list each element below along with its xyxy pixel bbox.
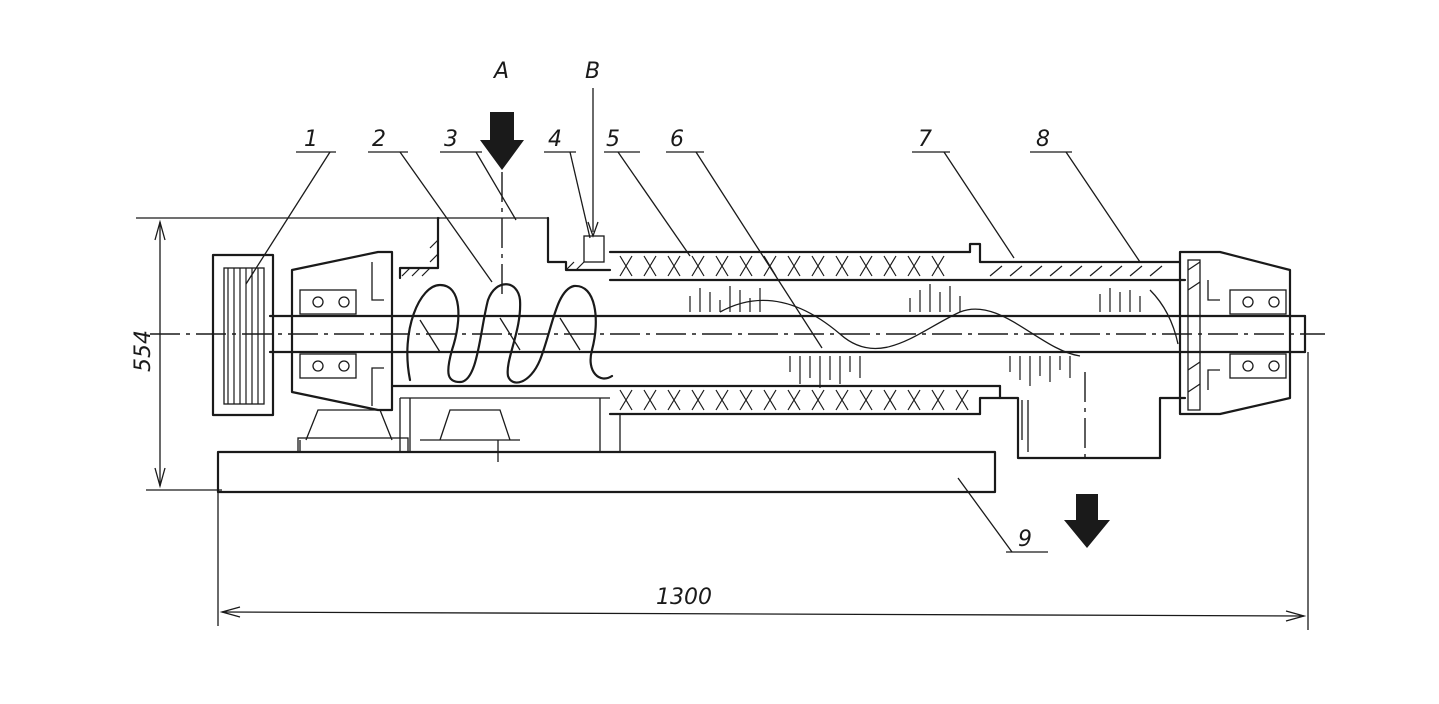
part-label-3: 3	[444, 127, 458, 152]
right-bearing-housing	[1178, 250, 1292, 416]
barrel-upper-wall	[608, 242, 1187, 282]
part-label-8: 8	[1036, 127, 1050, 152]
height-dimension-value: 554	[131, 330, 156, 372]
part-label-5: 5	[606, 127, 620, 152]
part-label-6: 6	[670, 127, 684, 152]
part-label-2: 2	[372, 127, 386, 152]
barrel-lower-wall	[390, 384, 1002, 462]
height-dimension	[136, 217, 440, 491]
drive-pulley	[211, 253, 275, 417]
length-dimension-value: 1300	[656, 585, 712, 610]
feed-hopper	[398, 216, 612, 280]
screw-flights	[406, 283, 614, 384]
pressing-screw-zone	[689, 284, 1179, 388]
part-callouts: 1 2 3 4 5 6 7 8 9	[245, 127, 1141, 553]
main-shaft	[150, 314, 1325, 354]
length-dimension	[217, 352, 1309, 630]
part-label-1: 1	[304, 127, 318, 152]
part-label-4: 4	[548, 127, 562, 152]
part-label-9: 9	[1018, 527, 1032, 552]
arrow-down-icon	[1064, 494, 1110, 548]
part-label-7: 7	[918, 127, 932, 152]
left-bearing-housing	[290, 250, 409, 453]
flow-label-a: A	[492, 59, 509, 84]
outlet-chute	[998, 372, 1187, 460]
base-frame	[216, 440, 997, 494]
arrow-down-icon	[480, 112, 524, 170]
inlet-pipe-b	[583, 88, 605, 263]
flow-label-b: B	[585, 59, 600, 84]
